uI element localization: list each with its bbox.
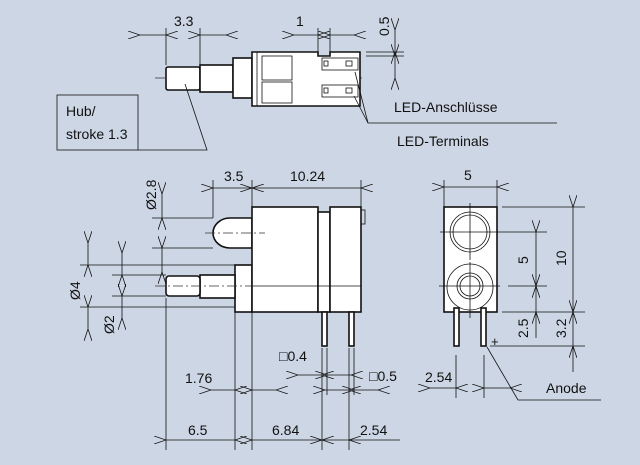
plunger-pin bbox=[165, 66, 201, 91]
dim-dia-2: Ø2 bbox=[101, 315, 117, 334]
led-terminal bbox=[321, 84, 359, 98]
lead bbox=[480, 307, 487, 347]
plunger-stage bbox=[199, 274, 236, 299]
top-view: 3.3 1 0.5 Hub/ stroke 1.3 LED-Anschlüsse… bbox=[56, 13, 557, 151]
dim-2-54: 2.54 bbox=[360, 422, 387, 438]
led-terminal bbox=[321, 57, 359, 71]
label-led-terminals: LED-Terminals bbox=[397, 133, 489, 149]
dim-3-2: 3.2 bbox=[553, 318, 569, 338]
dim-2-5: 2.5 bbox=[515, 318, 531, 338]
dim-height-10: 10 bbox=[553, 250, 569, 266]
dim-lead-pitch-2-54: 2.54 bbox=[425, 369, 452, 385]
lead bbox=[453, 307, 460, 347]
dim-6-84: 6.84 bbox=[272, 422, 299, 438]
dim-pitch-5: 5 bbox=[515, 256, 531, 264]
dim-dia-2-8: Ø2.8 bbox=[143, 179, 159, 210]
side-view: 3.5 10.24 Ø2.8 Ø4 Ø2 1.76 □0.4 □0.5 6.5 … bbox=[67, 168, 400, 450]
lead bbox=[348, 311, 355, 347]
label-led-anschluesse: LED-Anschlüsse bbox=[394, 99, 498, 115]
switch-body bbox=[251, 206, 319, 313]
dim-square-0-5: □0.5 bbox=[369, 368, 397, 384]
button-collar bbox=[234, 264, 253, 313]
stroke-label-1: Hub/ bbox=[66, 103, 96, 119]
plunger-collar bbox=[232, 57, 253, 99]
stroke-label-2: stroke 1.3 bbox=[66, 126, 128, 142]
dim-1: 1 bbox=[296, 13, 304, 29]
switch-body-top bbox=[251, 51, 361, 107]
lead bbox=[321, 311, 328, 347]
dim-dia-4: Ø4 bbox=[67, 281, 83, 300]
dim-square-0-4: □0.4 bbox=[279, 348, 307, 364]
plus-marker: + bbox=[491, 334, 499, 349]
front-view: 5 5 10 2.5 3.2 2.54 + Anode bbox=[425, 167, 601, 401]
switch-body-front bbox=[443, 206, 498, 313]
dim-3-3: 3.3 bbox=[174, 13, 194, 29]
dim-1-76: 1.76 bbox=[185, 370, 212, 386]
led-lens bbox=[449, 211, 491, 253]
dim-6-5: 6.5 bbox=[188, 422, 208, 438]
dim-0-5: 0.5 bbox=[376, 16, 392, 36]
stroke-callout-box bbox=[56, 94, 139, 151]
dim-width-5: 5 bbox=[464, 167, 472, 183]
dim-3-5: 3.5 bbox=[224, 168, 244, 184]
dim-10-24: 10.24 bbox=[290, 168, 325, 184]
plunger-stage bbox=[199, 64, 234, 93]
label-anode: Anode bbox=[546, 380, 587, 396]
